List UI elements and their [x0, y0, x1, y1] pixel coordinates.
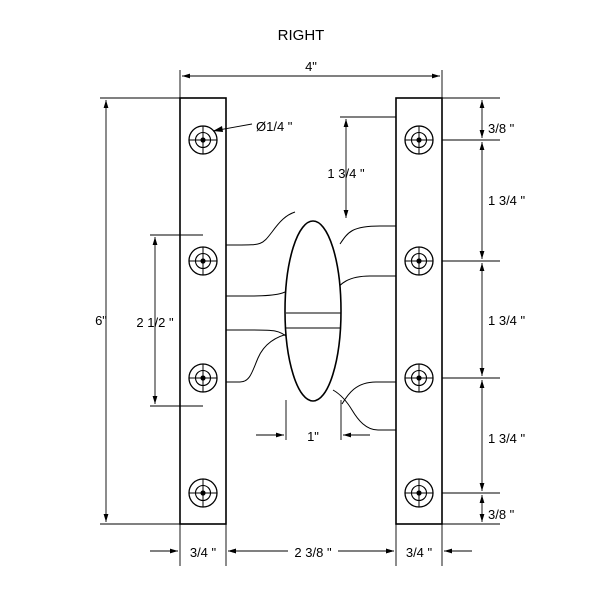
- screw-hole-right-2: [404, 246, 434, 276]
- dimension-label-bottom-center: 2 3/8 ": [294, 545, 332, 560]
- dimension-label-center-upper: 1 3/4 ": [327, 166, 365, 181]
- upper-left-arm: [226, 211, 296, 246]
- upper-left-arm-lower-edge: [226, 287, 293, 297]
- dimension-right-spacing-3: 1 3/4 ": [442, 377, 526, 494]
- dimension-top-width: 4": [179, 59, 443, 98]
- dimension-hole-diameter: Ø1/4 ": [212, 119, 293, 134]
- right-leaf-plate: [395, 97, 443, 525]
- screw-hole-left-2: [188, 246, 218, 276]
- dimension-label-top-width: 4": [305, 59, 317, 74]
- dimension-label-right-top-edge: 3/8 ": [488, 121, 515, 136]
- dimension-label-hole-diameter: Ø1/4 ": [256, 119, 293, 134]
- dimension-bottom-center: 2 3/8 ": [228, 545, 394, 560]
- screw-hole-right-1: [404, 125, 434, 155]
- dimension-label-right-spacing-3: 1 3/4 ": [488, 431, 526, 446]
- dimension-bottom-left: 3/4 ": [150, 524, 256, 566]
- screw-hole-left-1: [188, 125, 218, 155]
- dimension-center-upper: 1 3/4 ": [327, 116, 396, 218]
- upper-right-arm-lower-edge: [333, 275, 396, 293]
- dimension-overall-height: 6": [95, 97, 180, 525]
- dimension-label-knuckle-width: 1": [307, 429, 319, 444]
- dimension-right-bottom-edge: 3/8 ": [442, 492, 515, 525]
- dimension-inner-height: 2 1/2 ": [136, 234, 203, 407]
- dimension-label-bottom-right: 3/4 ": [406, 545, 433, 560]
- drawing-title: RIGHT: [278, 27, 325, 44]
- dimension-right-spacing-2: 1 3/4 ": [442, 260, 526, 379]
- upper-right-arm: [339, 225, 396, 245]
- dimension-knuckle-width: 1": [256, 400, 370, 444]
- dimension-right-top-edge: 3/8 ": [442, 97, 515, 141]
- lower-right-arm-lower-edge: [332, 389, 396, 431]
- olive-knuckle: [284, 220, 342, 402]
- dimension-label-bottom-left: 3/4 ": [190, 545, 217, 560]
- dimension-bottom-right: 3/4 ": [366, 524, 472, 566]
- screw-hole-left-3: [188, 363, 218, 393]
- lower-left-arm: [226, 332, 293, 383]
- dimension-label-right-spacing-1: 1 3/4 ": [488, 193, 526, 208]
- dimension-right-spacing-1: 1 3/4 ": [442, 139, 526, 262]
- screw-hole-right-4: [404, 478, 434, 508]
- screw-hole-left-4: [188, 478, 218, 508]
- screw-hole-right-3: [404, 363, 434, 393]
- dimension-label-right-spacing-2: 1 3/4 ": [488, 313, 526, 328]
- dimension-label-inner-height: 2 1/2 ": [136, 315, 174, 330]
- dimension-label-right-bottom-edge: 3/8 ": [488, 507, 515, 522]
- dimension-label-overall-height: 6": [95, 313, 107, 328]
- left-leaf-plate: [179, 97, 227, 525]
- lower-right-arm: [341, 381, 396, 405]
